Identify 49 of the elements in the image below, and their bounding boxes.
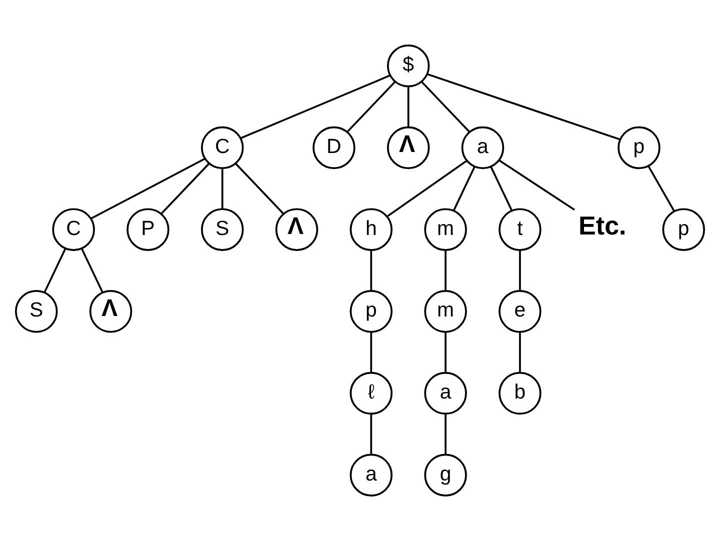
node-circle: m — [424, 208, 467, 250]
node-circle: S — [200, 208, 244, 250]
node-circle: D — [312, 126, 356, 169]
node-circle: p — [350, 290, 393, 332]
connector — [421, 80, 470, 132]
node-circle: a — [461, 126, 504, 169]
connector — [444, 250, 446, 290]
connector — [498, 159, 575, 210]
connector — [370, 332, 372, 372]
connector — [240, 74, 390, 138]
connector — [648, 165, 675, 212]
connector — [221, 168, 224, 208]
node-circle: b — [498, 371, 542, 414]
node-circle: p — [662, 208, 706, 250]
connector — [407, 86, 410, 127]
connector — [519, 332, 521, 372]
connector — [90, 158, 206, 219]
node-circle: P — [126, 208, 170, 250]
connector — [426, 72, 620, 140]
connector — [490, 166, 513, 210]
node-circle: m — [424, 290, 467, 332]
node-circle: Λ — [89, 290, 132, 332]
node-circle: C — [52, 208, 95, 250]
node-circle: g — [424, 453, 467, 496]
node-text: Etc. — [578, 210, 626, 240]
node-circle: p — [618, 126, 660, 169]
node-circle: Λ — [275, 208, 318, 250]
node-circle: t — [498, 208, 542, 250]
node-circle: ℓ — [350, 371, 393, 414]
connector — [80, 248, 104, 292]
connector — [160, 162, 210, 214]
connector — [452, 166, 476, 210]
node-circle: Λ — [386, 126, 430, 169]
connector — [444, 414, 446, 454]
connector — [519, 250, 521, 290]
connector — [346, 80, 396, 132]
node-circle: $ — [386, 44, 430, 87]
node-circle: h — [350, 208, 393, 250]
node-circle: a — [424, 371, 467, 414]
connector — [386, 160, 468, 217]
node-circle: S — [14, 290, 58, 332]
node-circle: C — [200, 126, 244, 169]
node-circle: e — [498, 290, 542, 332]
connector — [44, 248, 66, 292]
connector — [444, 332, 446, 372]
connector — [370, 414, 372, 454]
node-circle: a — [350, 453, 393, 496]
connector — [235, 162, 284, 214]
connector — [370, 250, 372, 290]
